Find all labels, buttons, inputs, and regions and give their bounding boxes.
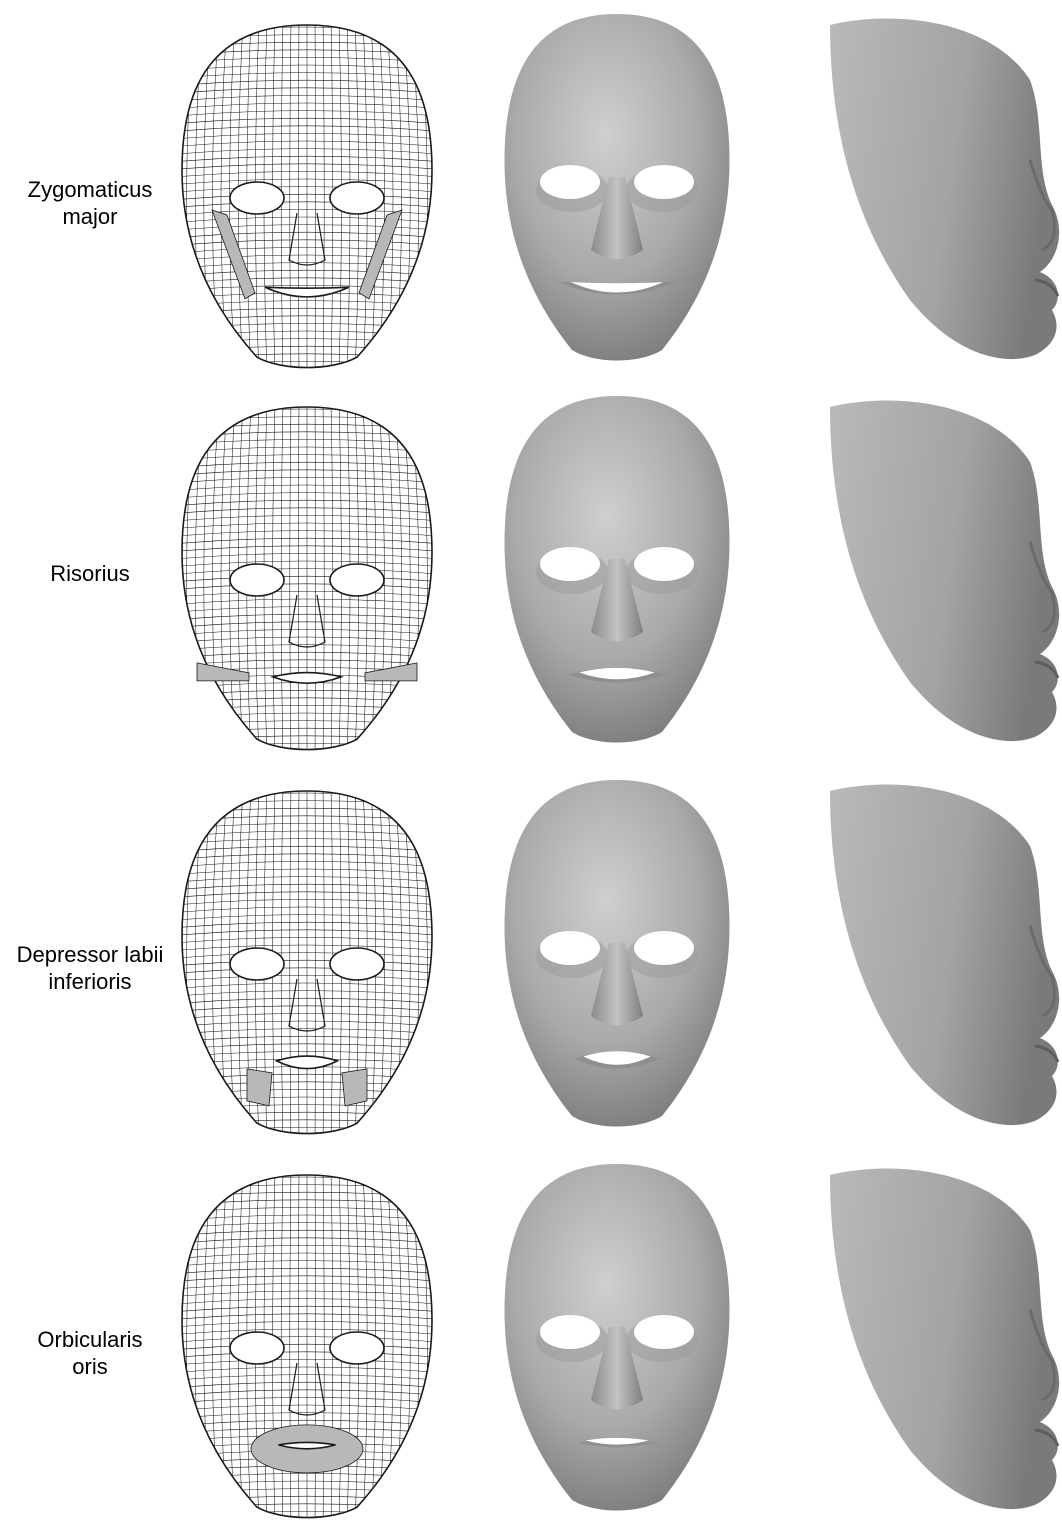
front-eye-right bbox=[634, 547, 694, 581]
shaded-front-face bbox=[505, 780, 730, 1127]
shaded-side-face bbox=[830, 1168, 1059, 1509]
shaded-front-face bbox=[505, 1164, 730, 1511]
front-eye-right bbox=[634, 1315, 694, 1349]
face-row-depressor-labii-inferioris bbox=[169, 780, 1059, 1142]
side-face-surface bbox=[830, 784, 1059, 1125]
face-row-orbicularis-oris bbox=[169, 1164, 1059, 1524]
mesh-eye-right bbox=[330, 564, 384, 596]
shaded-front-face bbox=[505, 396, 730, 743]
shaded-side-face bbox=[830, 400, 1059, 741]
wireframe-mesh-face bbox=[169, 786, 444, 1142]
side-face-surface bbox=[830, 1168, 1059, 1509]
side-face-surface bbox=[830, 18, 1059, 359]
side-face-surface bbox=[830, 400, 1059, 741]
front-eye-right bbox=[634, 165, 694, 199]
shaded-side-face bbox=[830, 18, 1059, 359]
face-row-zygomaticus-major bbox=[169, 14, 1059, 376]
shaded-front-face bbox=[505, 14, 730, 361]
mesh-eye-right bbox=[330, 948, 384, 980]
front-eye-left bbox=[540, 547, 600, 581]
mesh-eye-right bbox=[330, 1332, 384, 1364]
mesh-eye-left bbox=[230, 1332, 284, 1364]
mesh-eye-left bbox=[230, 182, 284, 214]
front-eye-left bbox=[540, 1315, 600, 1349]
front-eye-right bbox=[634, 931, 694, 965]
muscle-region-left bbox=[247, 1069, 272, 1106]
mesh-eye-left bbox=[230, 564, 284, 596]
mesh-eye-left bbox=[230, 948, 284, 980]
shaded-side-face bbox=[830, 784, 1059, 1125]
face-row-risorius bbox=[169, 396, 1059, 758]
mesh-eye-right bbox=[330, 182, 384, 214]
wireframe-mesh-face bbox=[169, 402, 444, 758]
wireframe-mesh-face bbox=[169, 1170, 444, 1524]
front-eye-left bbox=[540, 931, 600, 965]
muscle-region-right bbox=[342, 1069, 367, 1106]
wireframe-mesh-face bbox=[169, 20, 444, 376]
front-eye-left bbox=[540, 165, 600, 199]
